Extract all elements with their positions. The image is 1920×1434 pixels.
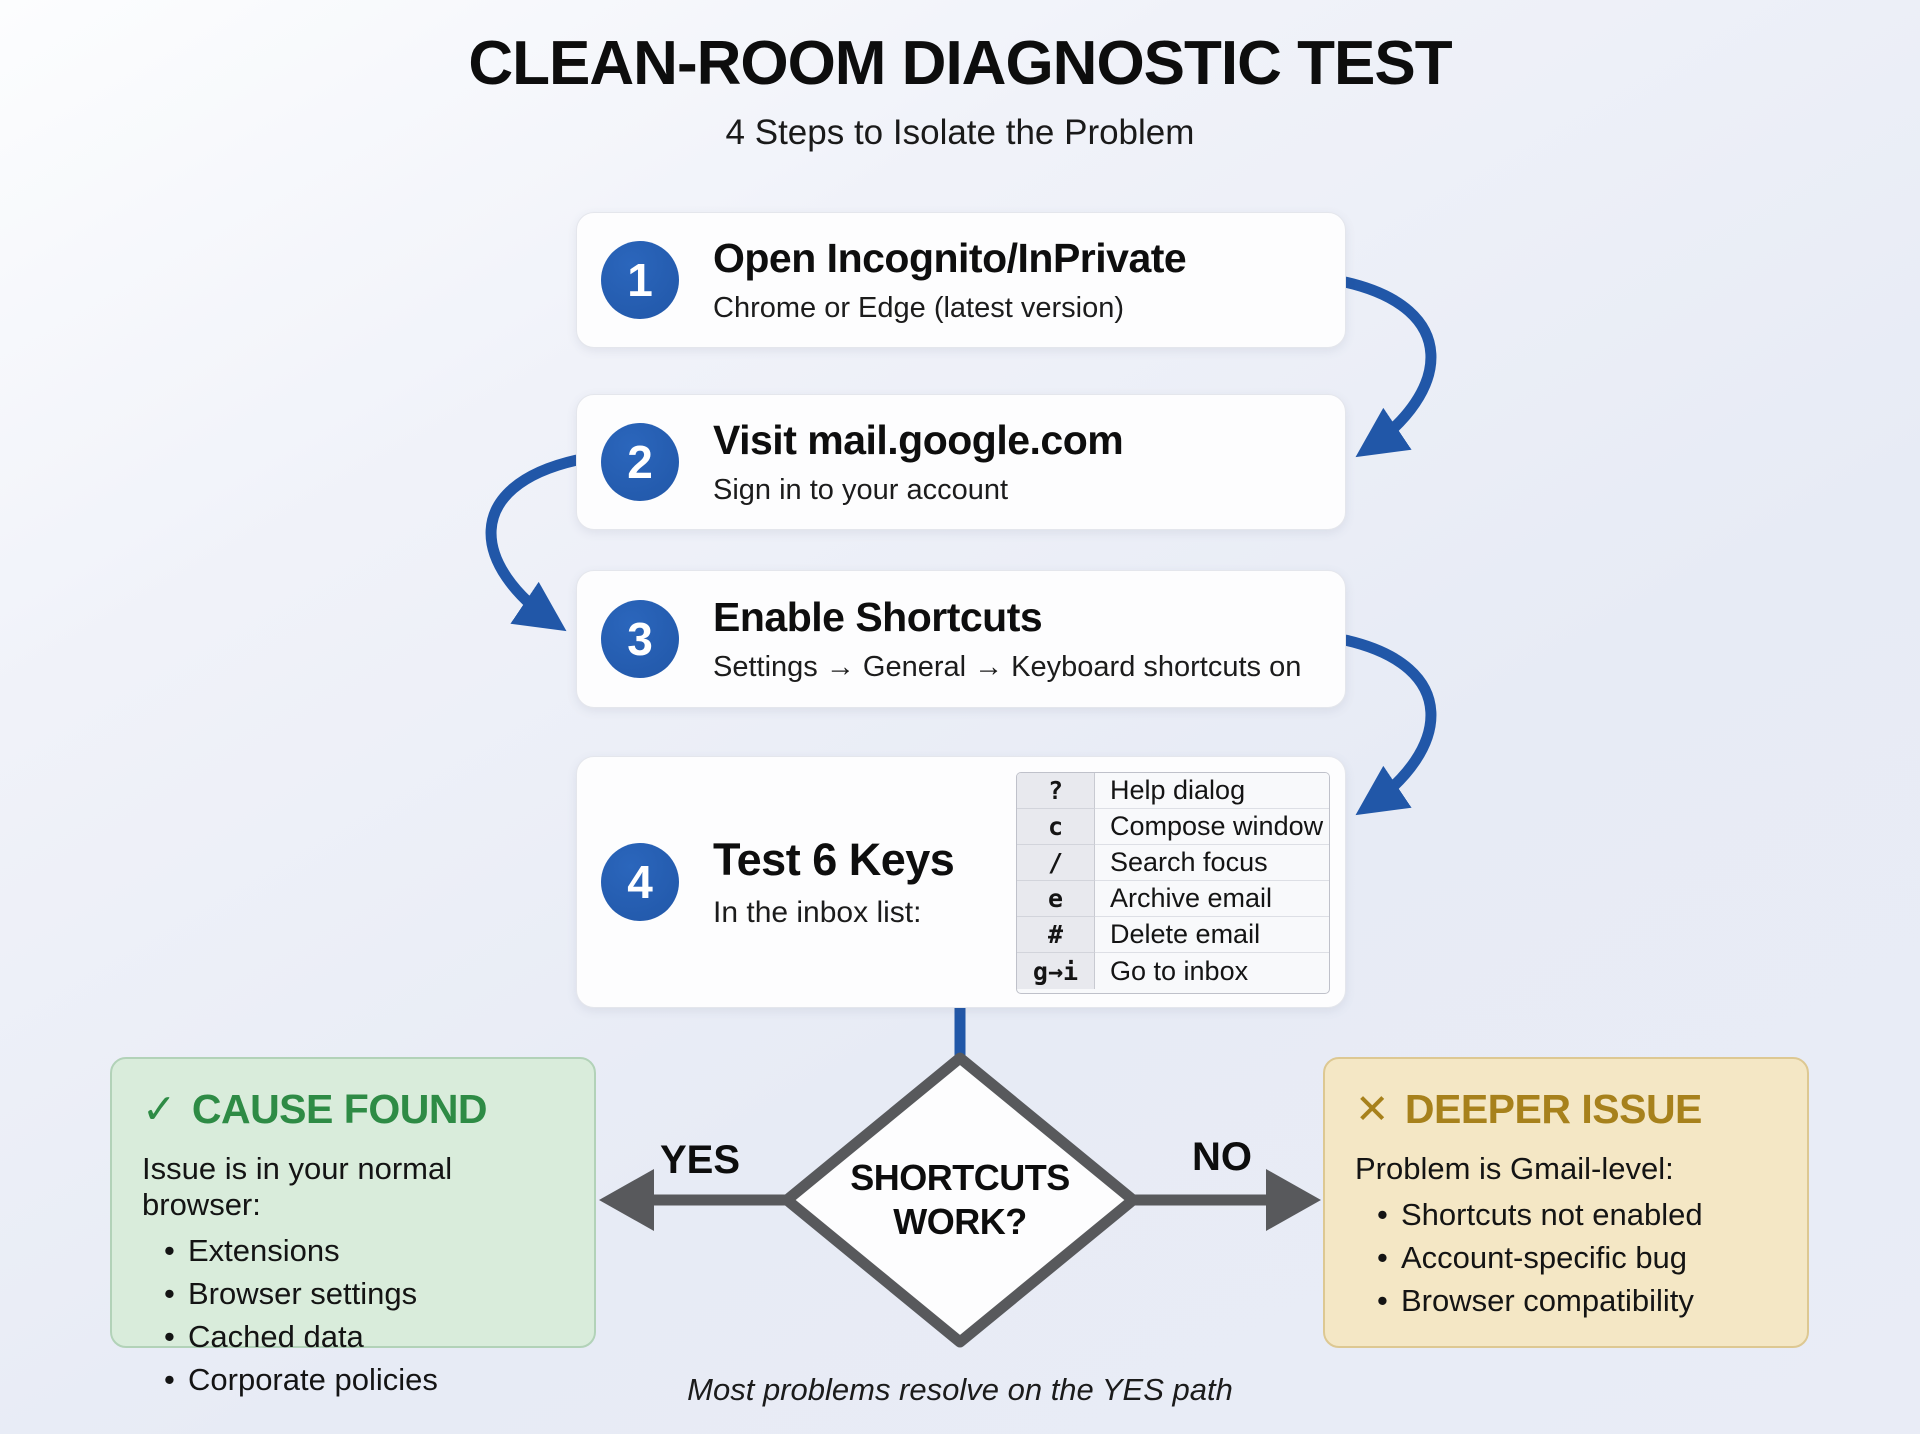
no-branch-label: NO [1192, 1135, 1252, 1179]
shortcut-key: ? [1017, 773, 1095, 809]
cause-found-intro: Issue is in your normal browser: [142, 1151, 453, 1222]
list-item: Corporate policies [142, 1362, 564, 1398]
deeper-issue-heading-text: DEEPER ISSUE [1404, 1085, 1703, 1132]
step-1-title: Open Incognito/InPrivate [713, 235, 1187, 281]
decision-label: SHORTCUTS WORK? [810, 1156, 1110, 1245]
arrow-step2-to-step3-icon [485, 454, 579, 632]
yes-arrowhead-icon [599, 1169, 654, 1231]
deeper-issue-box: ✕ DEEPER ISSUE Problem is Gmail-level: S… [1323, 1057, 1809, 1348]
shortcut-key: e [1017, 881, 1095, 917]
step-3-title: Enable Shortcuts [713, 594, 1043, 640]
shortcut-key-table: ? Help dialog c Compose window / Search … [1016, 772, 1330, 994]
shortcut-action: Delete email [1095, 917, 1329, 953]
shortcut-action: Help dialog [1095, 773, 1329, 809]
cross-icon: ✕ [1355, 1086, 1389, 1132]
deeper-issue-intro: Problem is Gmail-level: [1355, 1151, 1674, 1186]
shortcut-action: Go to inbox [1095, 953, 1329, 989]
decision-label-line1: SHORTCUTS [850, 1157, 1070, 1198]
step-card-2: 2 Visit mail.google.com Sign in to your … [576, 394, 1346, 530]
footer-note: Most problems resolve on the YES path [687, 1372, 1233, 1407]
step-1-subtitle: Chrome or Edge (latest version) [713, 292, 1124, 324]
page-title: CLEAN-ROOM DIAGNOSTIC TEST [468, 29, 1452, 98]
list-item: Cached data [142, 1319, 564, 1355]
step-4-title: Test 6 Keys [713, 834, 955, 885]
arrow-step1-to-step2-icon [1343, 276, 1437, 458]
cause-found-list: Extensions Browser settings Cached data … [142, 1233, 564, 1398]
no-arrowhead-icon [1266, 1169, 1321, 1231]
shortcut-action: Archive email [1095, 881, 1329, 917]
deeper-issue-heading: ✕ DEEPER ISSUE [1355, 1085, 1777, 1133]
list-item: Browser settings [142, 1276, 564, 1312]
deeper-issue-list: Shortcuts not enabled Account-specific b… [1355, 1197, 1777, 1319]
list-item: Shortcuts not enabled [1355, 1197, 1777, 1233]
shortcut-action: Search focus [1095, 845, 1329, 881]
list-item: Browser compatibility [1355, 1283, 1777, 1319]
cause-found-heading-text: CAUSE FOUND [191, 1085, 488, 1132]
cause-found-heading: ✓ CAUSE FOUND [142, 1085, 564, 1133]
page-header: CLEAN-ROOM DIAGNOSTIC TEST 4 Steps to Is… [0, 28, 1920, 153]
step-1-number-badge: 1 [601, 241, 679, 319]
shortcut-key: c [1017, 809, 1095, 845]
shortcut-key: g→i [1017, 953, 1095, 989]
shortcut-key: / [1017, 845, 1095, 881]
step-2-subtitle: Sign in to your account [713, 474, 1009, 506]
checkmark-icon: ✓ [142, 1086, 176, 1132]
yes-branch-label: YES [660, 1138, 741, 1182]
step-2-number-badge: 2 [601, 423, 679, 501]
shortcut-action: Compose window [1095, 809, 1329, 845]
step-card-3: 3 Enable Shortcuts Settings → General → … [576, 570, 1346, 708]
step-card-1: 1 Open Incognito/InPrivate Chrome or Edg… [576, 212, 1346, 348]
step-4-subtitle: In the inbox list: [713, 896, 922, 929]
list-item: Account-specific bug [1355, 1240, 1777, 1276]
step-2-title: Visit mail.google.com [713, 417, 1124, 463]
list-item: Extensions [142, 1233, 564, 1269]
cause-found-box: ✓ CAUSE FOUND Issue is in your normal br… [110, 1057, 596, 1398]
page-subtitle: 4 Steps to Isolate the Problem [725, 113, 1195, 152]
step-3-subtitle: Settings → General → Keyboard shortcuts … [713, 651, 1302, 683]
arrow-step3-to-step4-icon [1343, 634, 1437, 816]
step-4-number-badge: 4 [601, 843, 679, 921]
decision-label-line2: WORK? [893, 1201, 1027, 1243]
step-3-number-badge: 3 [601, 600, 679, 678]
shortcut-key: # [1017, 917, 1095, 953]
